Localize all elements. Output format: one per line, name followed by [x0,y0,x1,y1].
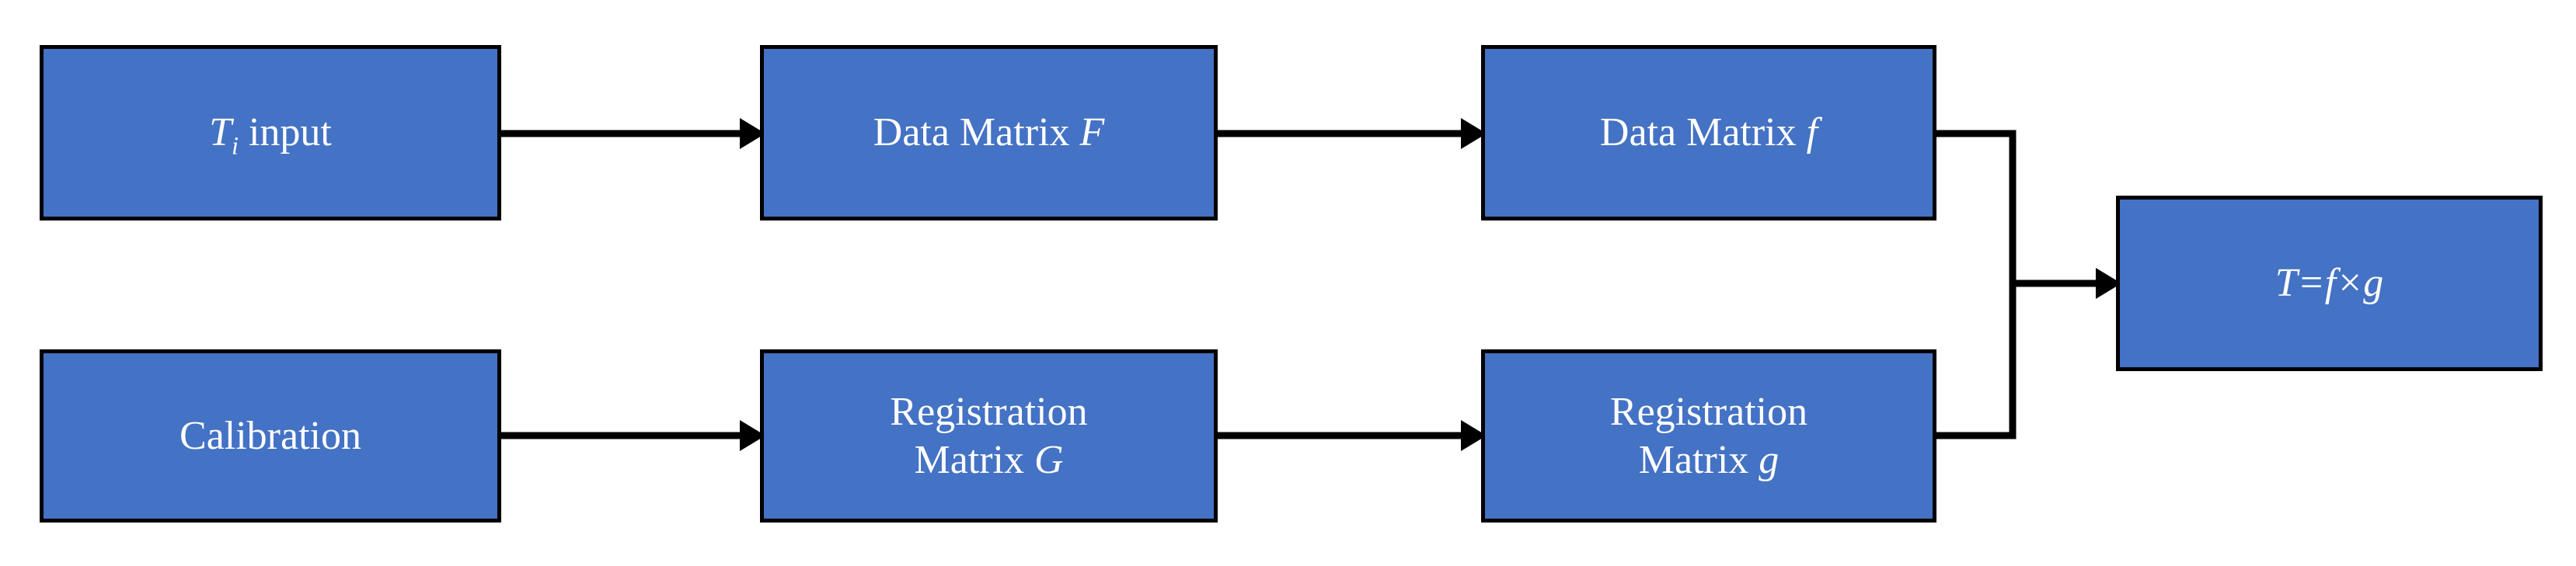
node-registration-matrix-G-symbol: G [1034,437,1064,482]
node-result-times: × [2336,261,2364,306]
edge-registration-matrix-g-to-result [1936,283,2017,439]
node-t-input-label: Ti input [201,109,340,158]
node-data-matrix-f-prefix: Data Matrix [1599,110,1807,155]
node-data-matrix-f[interactable]: Data Matrix f [1481,45,1936,220]
edge-t-input-to-data-matrix-F [501,118,765,149]
node-result-symbol-t: T [2274,261,2298,306]
node-t-input-suffix: input [238,110,332,155]
node-data-matrix-f-label: Data Matrix f [1592,109,1825,156]
node-result-symbol-g: g [2363,261,2384,306]
node-t-input-symbol: T [209,110,232,155]
node-data-matrix-f-symbol: f [1806,110,1818,155]
edge-data-matrix-f-to-result [1936,130,2017,283]
node-t-input[interactable]: Ti input [40,45,501,220]
node-calibration-label: Calibration [180,413,361,458]
edge-registration-matrix-G-to-registration-matrix-g [1218,420,1487,451]
node-registration-matrix-g-line1: Registration [1609,390,1808,435]
node-data-matrix-F-prefix: Data Matrix [873,110,1080,155]
node-result[interactable]: T=f×g [2116,196,2543,371]
edge-calibration-to-registration-matrix-G [501,420,765,451]
node-data-matrix-F[interactable]: Data Matrix F [760,45,1218,220]
node-result-symbol-f: f [2324,261,2337,306]
node-data-matrix-F-label: Data Matrix F [866,109,1112,156]
node-registration-matrix-g-line2-prefix: Matrix [1638,437,1759,482]
node-t-input-subscript: i [232,131,239,160]
node-result-label: T=f×g [2268,259,2392,307]
node-registration-matrix-G-line1: Registration [890,390,1088,435]
edge-merge-to-result [2013,268,2121,299]
node-data-matrix-F-symbol: F [1079,110,1105,155]
node-registration-matrix-g-symbol: g [1759,437,1779,482]
node-result-equals: = [2297,261,2325,306]
edge-data-matrix-F-to-data-matrix-f [1218,118,1487,149]
node-registration-matrix-G-line2-prefix: Matrix [914,437,1034,482]
node-calibration[interactable]: Calibration [40,349,501,523]
